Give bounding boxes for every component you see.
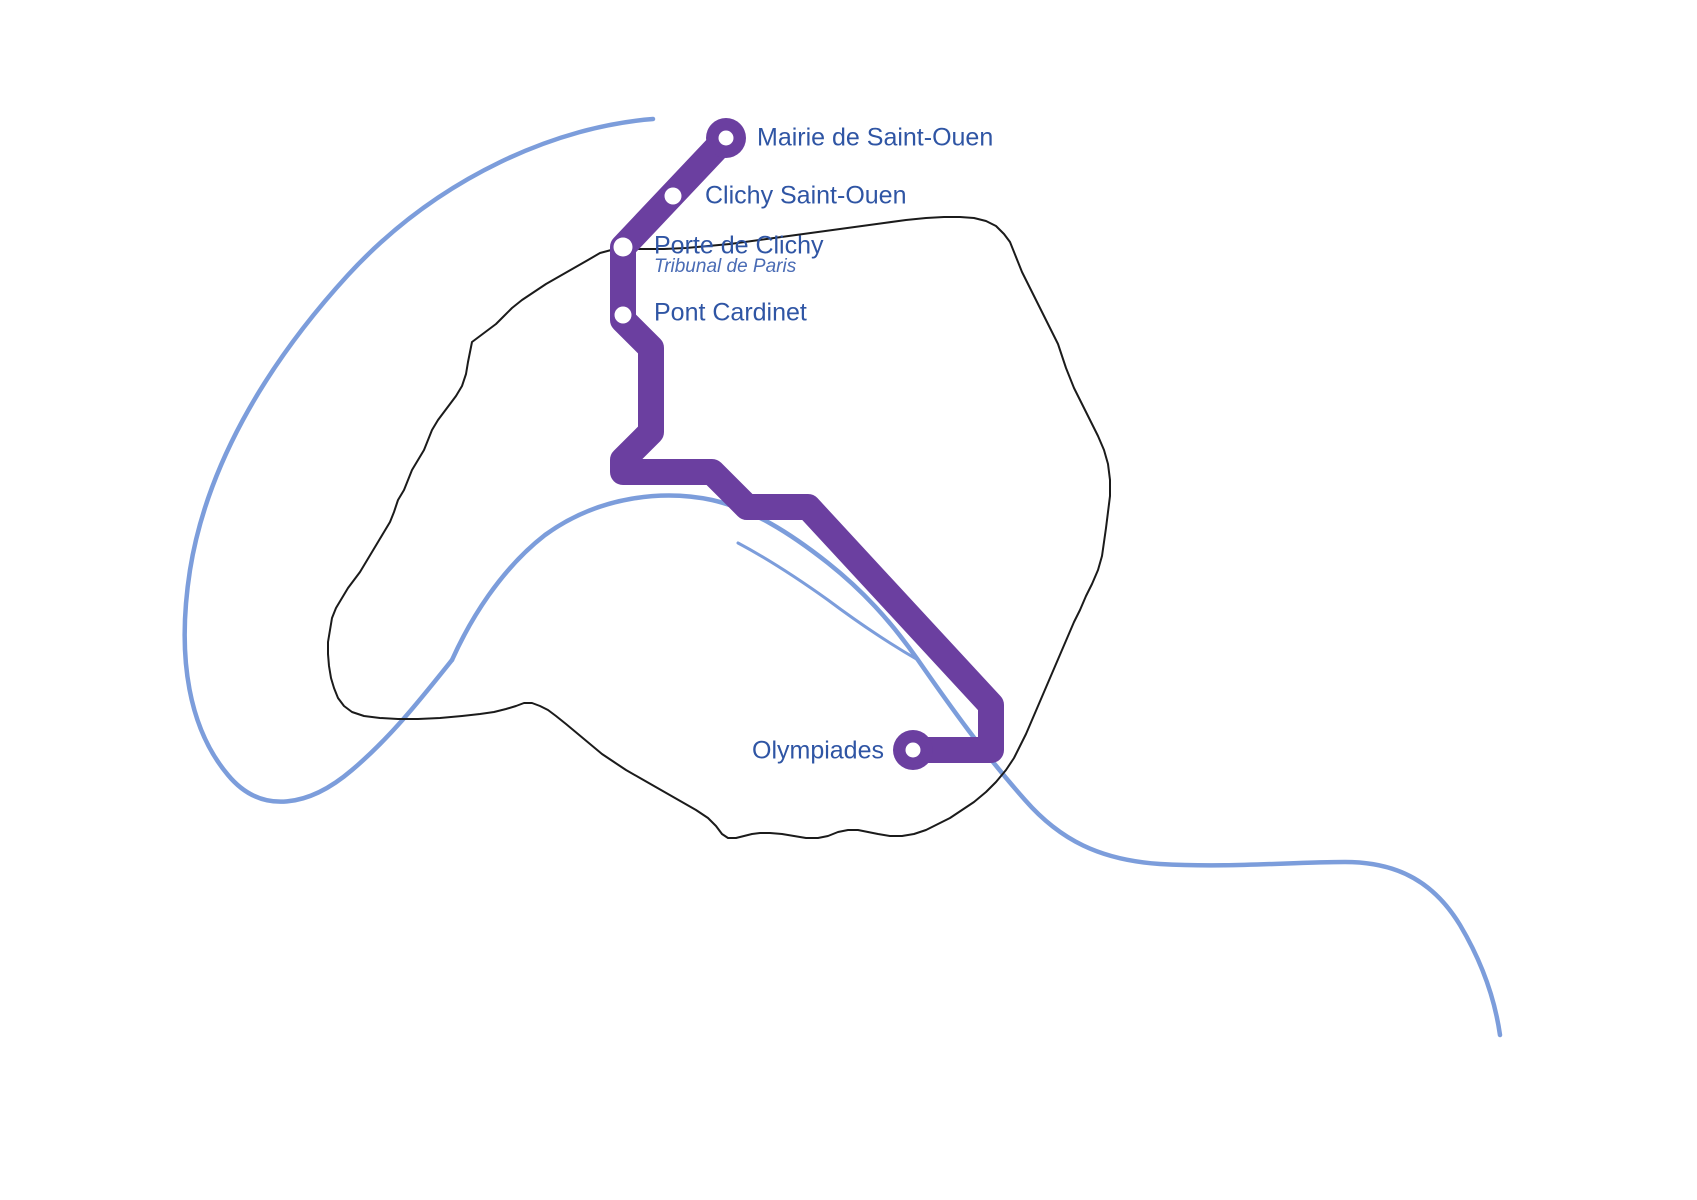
station-label-pont-cardinet: Pont Cardinet (654, 299, 807, 327)
station-pont-cardinet[interactable] (614, 306, 632, 324)
paris-city-boundary (327, 216, 1111, 839)
station-label-porte-de-clichy: Porte de Clichy (654, 232, 824, 260)
station-clichy-saint-ouen[interactable] (664, 187, 682, 205)
seine-river-main (449, 493, 1503, 1038)
seine-island-channel (736, 541, 920, 662)
station-label-clichy-saint-ouen: Clichy Saint-Ouen (705, 182, 906, 210)
station-stop-marker[interactable] (613, 237, 633, 257)
station-olympiades[interactable] (893, 730, 933, 770)
station-terminus-hole (905, 742, 921, 758)
station-labels-group: Mairie de Saint-Ouen Clichy Saint-Ouen P… (654, 124, 993, 765)
metro-line-14-path[interactable] (610, 125, 1004, 763)
metro-line-14-route[interactable] (610, 125, 1004, 763)
seine-river-northwest (182, 116, 656, 804)
station-sublabel-porte-de-clichy: Tribunal de Paris (654, 256, 797, 277)
stations-group (613, 118, 933, 770)
station-label-olympiades: Olympiades (752, 737, 884, 765)
seine-river-group (182, 116, 1503, 1038)
station-terminus-hole (718, 130, 734, 146)
station-stop-marker[interactable] (664, 187, 682, 205)
paris-city-boundary-group (327, 216, 1111, 839)
station-stop-marker[interactable] (614, 306, 632, 324)
station-porte-de-clichy[interactable] (613, 237, 633, 257)
station-mairie-de-saint-ouen[interactable] (706, 118, 746, 158)
station-label-mairie-de-saint-ouen: Mairie de Saint-Ouen (757, 124, 993, 152)
